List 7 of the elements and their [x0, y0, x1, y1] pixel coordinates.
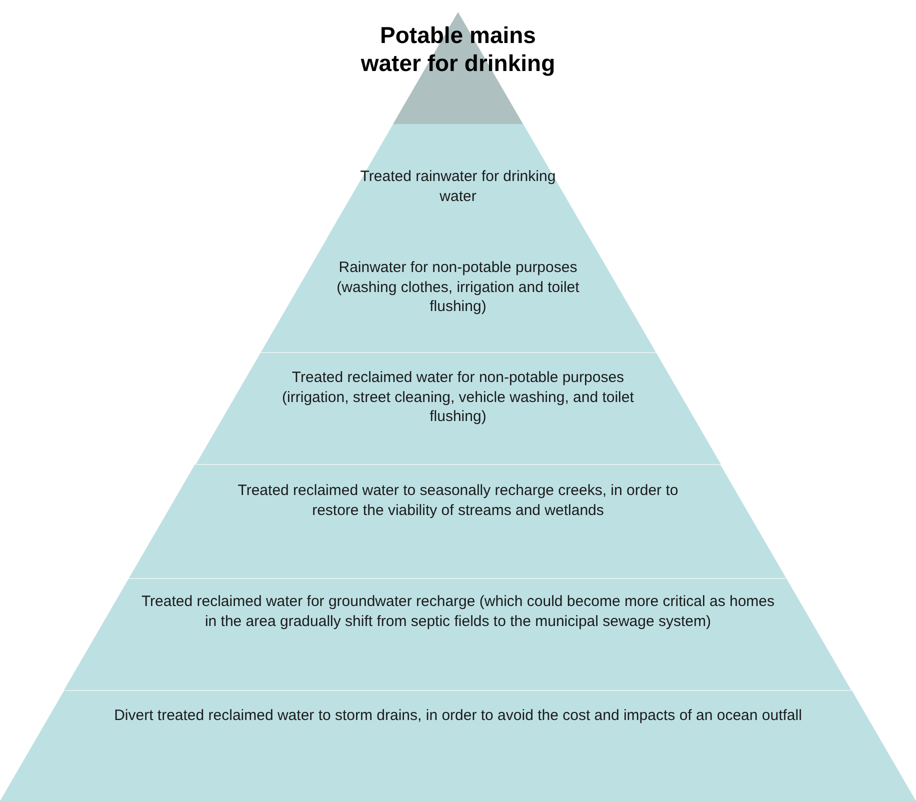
tier-text: Divert treated reclaimed water to storm drains, in order to avoid the cost and impacts of an ocean outfall — [113, 706, 803, 726]
tier-text: Treated reclaimed water to seasonally recharge creeks, in order to restore the viability of streams and wetlands — [236, 481, 680, 520]
tier-text: Treated reclaimed water for groundwater recharge (which could become more critical as homes in the area gradually shift from septic fields to the municipal sewage system) — [140, 592, 776, 631]
tier-text: Treated rainwater for drinking water — [359, 167, 557, 206]
tier-text: Treated reclaimed water for non-potable purposes (irrigation, street cleaning, vehicle washing, and toilet flushing) — [281, 368, 635, 426]
tier-heading: Potable mains water for drinking — [360, 22, 556, 78]
tier-text: Rainwater for non-potable purposes (washing clothes, irrigation and toilet flushing) — [336, 258, 580, 316]
